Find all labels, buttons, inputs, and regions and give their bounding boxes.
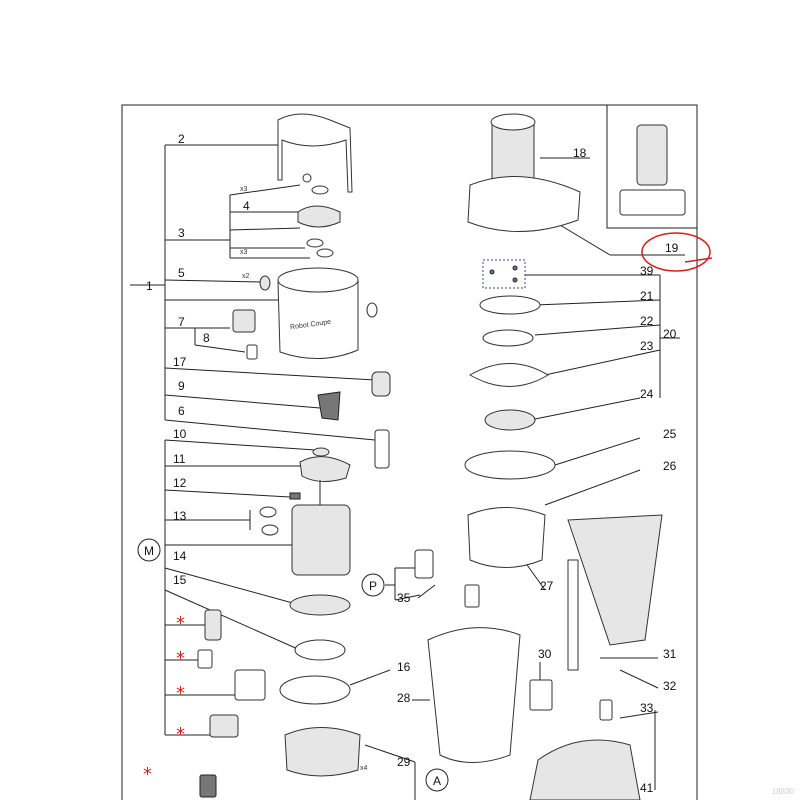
replacement-marker-1: * bbox=[176, 613, 185, 634]
callout-labels: 1 2 3 4 5 7 8 17 9 6 10 11 12 13 14 15 1… bbox=[137, 132, 679, 795]
group-label-m: M bbox=[144, 544, 154, 558]
callout-19: 19 bbox=[665, 241, 679, 255]
replacement-marker-3: * bbox=[176, 683, 185, 704]
callout-10: 10 bbox=[173, 427, 187, 441]
callout-18: 18 bbox=[573, 146, 587, 160]
qty-x3-b: x3 bbox=[240, 249, 248, 256]
callout-32: 32 bbox=[663, 679, 677, 693]
callout-2: 2 bbox=[178, 132, 185, 146]
callout-9: 9 bbox=[178, 379, 185, 393]
callout-13: 13 bbox=[173, 509, 187, 523]
qty-x4: x4 bbox=[360, 765, 368, 772]
callout-39: 39 bbox=[640, 264, 654, 278]
callout-30: 30 bbox=[538, 647, 552, 661]
callout-25: 25 bbox=[663, 427, 677, 441]
callout-21: 21 bbox=[640, 289, 654, 303]
qty-x2: x2 bbox=[242, 273, 250, 280]
callout-16: 16 bbox=[397, 660, 411, 674]
callout-31: 31 bbox=[663, 647, 677, 661]
inset-box bbox=[606, 104, 698, 229]
callout-28: 28 bbox=[397, 691, 411, 705]
callout-15: 15 bbox=[173, 573, 187, 587]
bracket-lines bbox=[130, 144, 713, 800]
qty-x3-a: x3 bbox=[240, 186, 248, 193]
callout-22: 22 bbox=[640, 314, 654, 328]
callout-11: 11 bbox=[173, 452, 186, 466]
diagram-frame bbox=[121, 104, 698, 800]
callout-14: 14 bbox=[173, 549, 187, 563]
callout-41: 41 bbox=[640, 781, 654, 795]
callout-6: 6 bbox=[178, 404, 185, 418]
parts: Robot Coupe bbox=[197, 113, 686, 800]
callout-8: 8 bbox=[203, 331, 210, 345]
callout-4: 4 bbox=[243, 199, 250, 213]
callout-1: 1 bbox=[146, 279, 153, 293]
callout-26: 26 bbox=[663, 459, 677, 473]
callout-17: 17 bbox=[173, 355, 187, 369]
callout-5: 5 bbox=[178, 266, 185, 280]
callout-24: 24 bbox=[640, 387, 654, 401]
callout-23: 23 bbox=[640, 339, 654, 353]
callout-20: 20 bbox=[663, 327, 677, 341]
callout-27: 27 bbox=[540, 579, 554, 593]
callout-7: 7 bbox=[178, 315, 185, 329]
watermark: 18830 bbox=[771, 787, 794, 796]
replacement-marker-2: * bbox=[176, 648, 185, 669]
callout-3: 3 bbox=[178, 226, 185, 240]
callout-33: 33 bbox=[640, 701, 654, 715]
callout-29: 29 bbox=[397, 755, 411, 769]
replacement-marker-4: * bbox=[176, 724, 185, 745]
callout-35: 35 bbox=[397, 591, 411, 605]
replacement-marker-5: * bbox=[143, 764, 152, 785]
group-label-a: A bbox=[433, 774, 441, 788]
group-label-p: P bbox=[369, 579, 377, 593]
callout-12: 12 bbox=[173, 476, 187, 490]
